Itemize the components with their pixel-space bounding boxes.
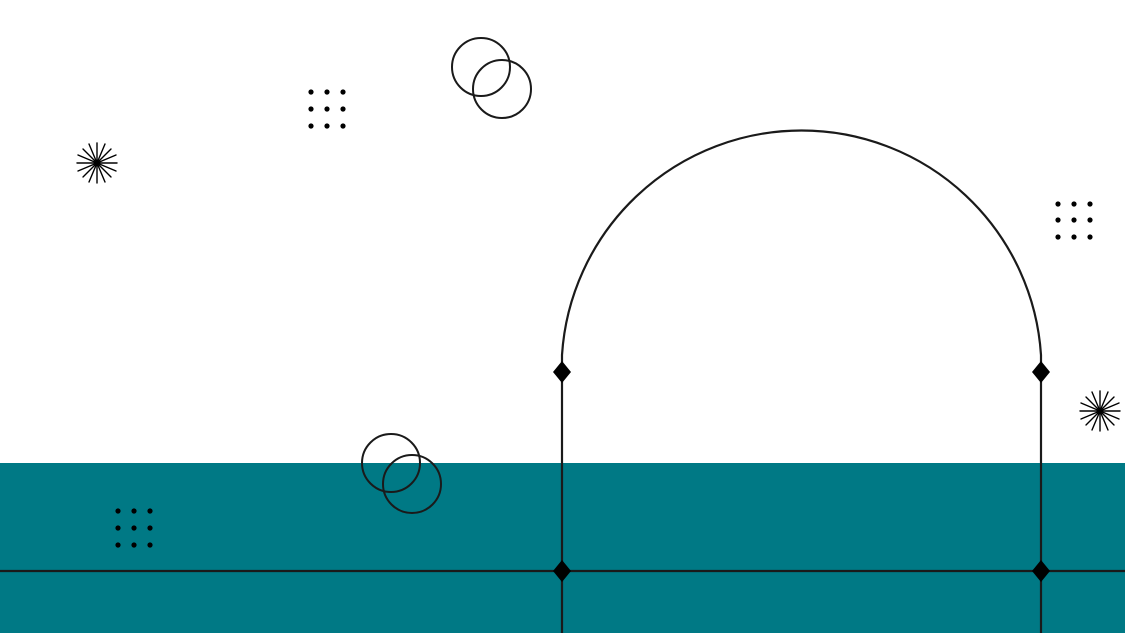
diamond-icon <box>553 361 571 383</box>
diamond-icon <box>1032 361 1050 383</box>
diamond-icon <box>553 560 571 582</box>
diamond-markers <box>553 361 1050 582</box>
diamond-icon <box>1032 560 1050 582</box>
arch-curve <box>560 129 1043 372</box>
dot-grid-icon <box>1055 201 1093 240</box>
double-circle-icon <box>451 37 532 119</box>
double-circle-icon <box>361 433 442 514</box>
dot-grid-icon <box>115 508 153 548</box>
starburst-icon <box>1079 390 1121 432</box>
starburst-icon <box>76 142 118 184</box>
dot-grid-icon <box>308 89 346 129</box>
